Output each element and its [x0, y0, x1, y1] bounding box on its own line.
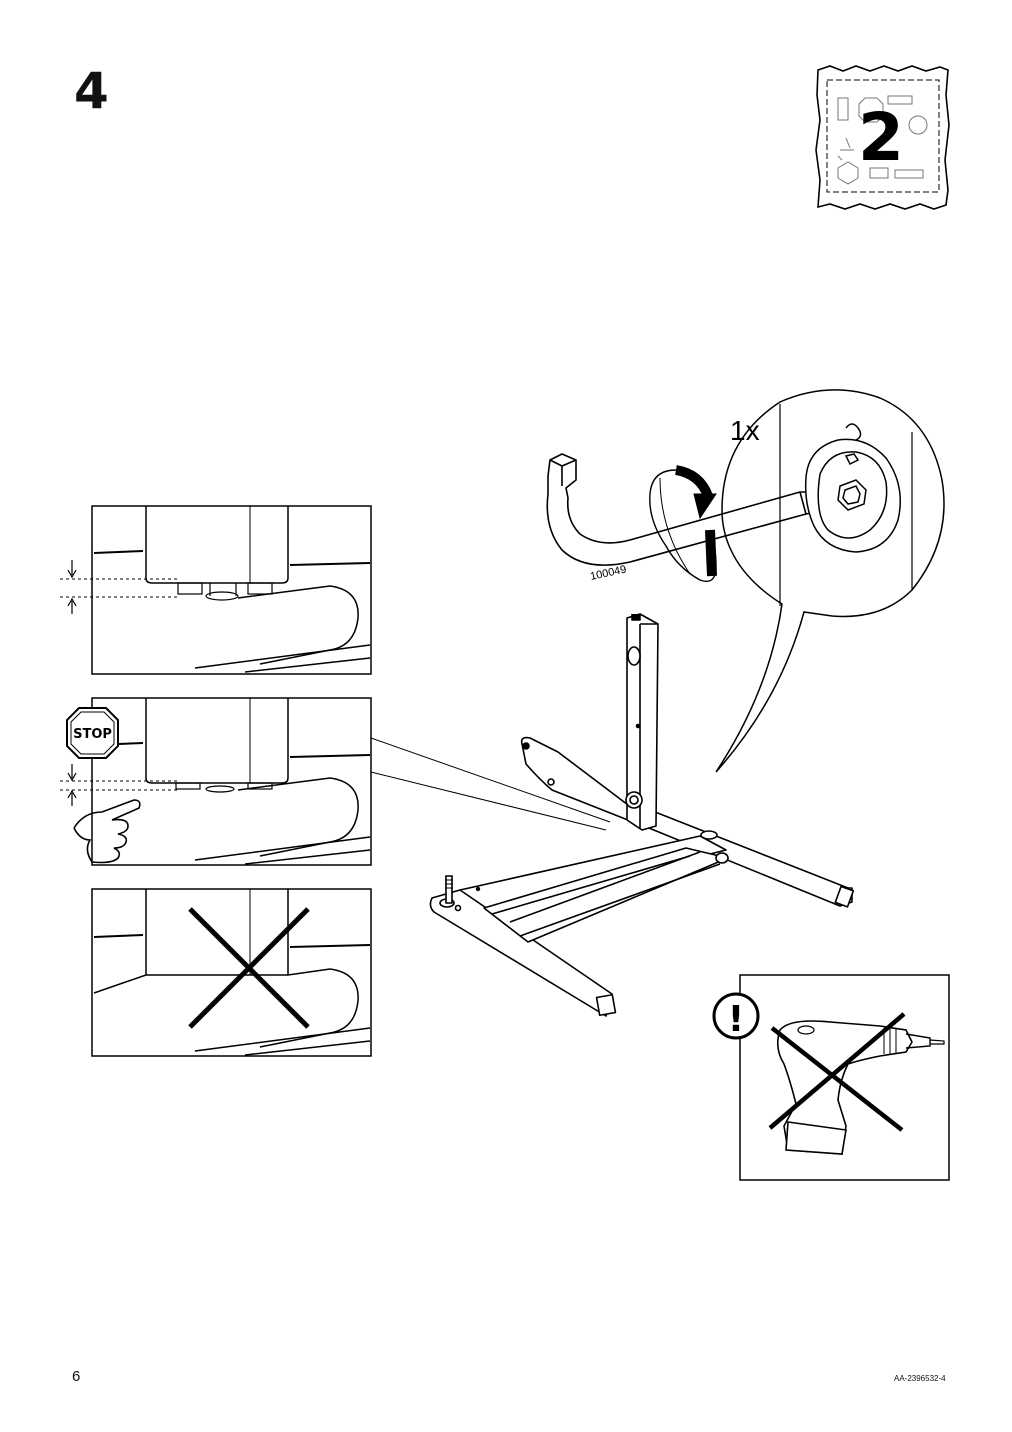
- rotate-arrow-icon: [649, 465, 717, 583]
- no-power-drill-icon: [712, 974, 950, 1181]
- stop-sign-icon: [66, 707, 119, 759]
- detail-box-stop: [60, 697, 372, 866]
- bag-count: 2: [858, 99, 904, 176]
- tool-part-number: 100049: [589, 564, 627, 583]
- chair-base-frame: [429, 613, 855, 1017]
- stop-label: STOP: [73, 727, 112, 742]
- tool-quantity: 1x: [730, 415, 760, 446]
- step-number: 4: [74, 62, 109, 120]
- detail-callout-lines: [370, 737, 611, 831]
- warning-symbol: !: [728, 999, 744, 1040]
- detail-box-wrong: [91, 888, 372, 1057]
- detail-box-correct: [60, 505, 372, 675]
- wrong-cross-icon: [188, 907, 310, 1029]
- hardware-bag-icon: [815, 65, 950, 210]
- document-code: AA-2396532-4: [894, 1374, 946, 1383]
- page-number: 6: [72, 1368, 81, 1385]
- pointing-hand-icon: [73, 799, 141, 864]
- zoom-detail-circle: [715, 389, 945, 773]
